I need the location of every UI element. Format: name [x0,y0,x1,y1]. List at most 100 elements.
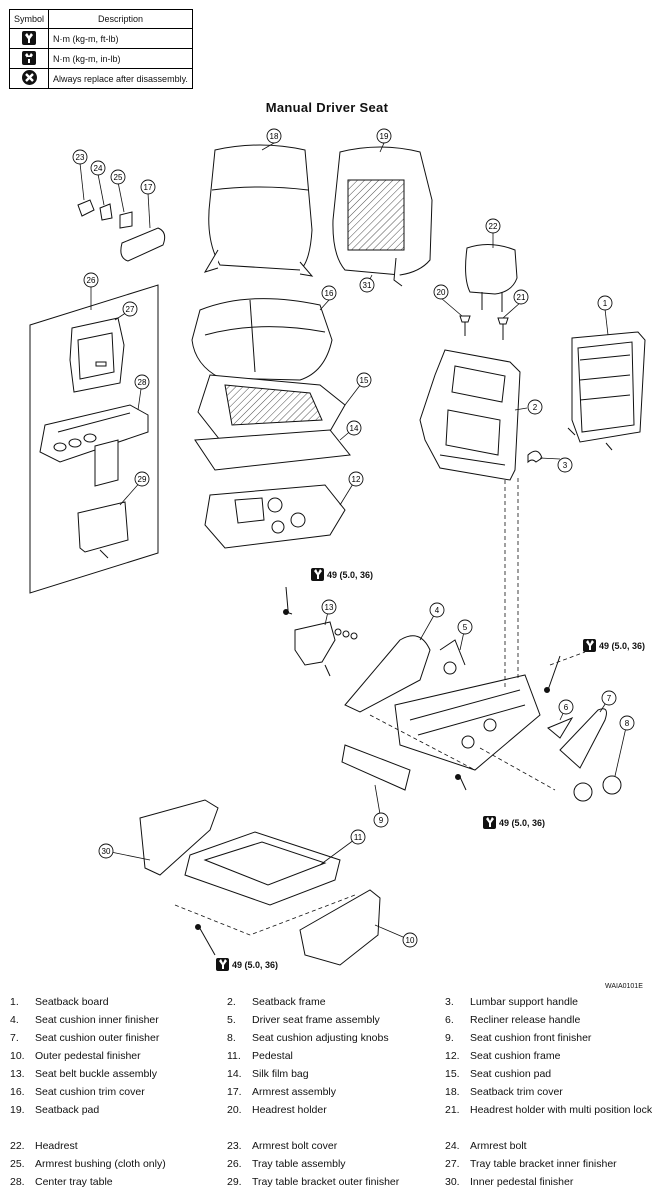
callout-number: 24 [94,164,103,173]
legend-text: Tray table bracket inner finisher [470,1158,617,1170]
callout-number: 7 [607,694,612,703]
callout-circle [373,812,389,828]
legend-number: 12. [445,1050,460,1062]
callout-number: 8 [625,719,630,728]
outer-pedestal-finisher [299,889,381,966]
callout-17: 17 [140,179,156,195]
legend-text: Headrest holder [252,1104,327,1116]
callout-14: 14 [346,420,362,436]
callout-number: 13 [325,603,334,612]
seatback-frame [419,349,521,481]
legend-text: Outer pedestal finisher [35,1050,141,1062]
legend-number: 13. [10,1068,25,1080]
callout-circle [597,295,613,311]
seatback-pad [332,146,433,287]
symbol-row: N·m (kg-m, in-lb) [8,48,194,69]
silk-film-bag [194,429,351,471]
callout-number: 5 [463,623,468,632]
callout-8: 8 [619,715,635,731]
legend-text: Armrest bolt cover [252,1140,338,1152]
torque-value-label: 49 (5.0, 36) [327,570,373,580]
callout-number: 11 [354,833,363,842]
callout-circle [266,128,282,144]
legend-text: Center tray table [35,1176,113,1188]
callout-21: 21 [513,289,529,305]
callout-circle [457,619,473,635]
callout-circle [72,149,88,165]
torque-wrench-icon [583,639,596,652]
callout-circle [350,829,366,845]
callout-10: 10 [402,932,418,948]
seatback-board [567,331,646,451]
callout-12: 12 [348,471,364,487]
callout-circle [122,301,138,317]
legend-text: Seatback frame [252,996,326,1008]
legend-text: Armrest bushing (cloth only) [35,1158,166,1170]
callout-13: 13 [321,599,337,615]
headrest [465,244,518,312]
callout-16: 16 [321,285,337,301]
legend-text: Armrest assembly [252,1086,337,1098]
callout-circle [98,843,114,859]
legend-number: 4. [10,1014,19,1026]
callout-number: 3 [563,461,568,470]
callout-19: 19 [376,128,392,144]
assembly-lines [174,478,586,936]
callout-circle [433,284,449,300]
callout-circle [513,289,529,305]
inner-pedestal-finisher [139,799,219,876]
callout-circle [90,160,106,176]
torque-wrench-icon [216,958,229,971]
callout-3: 3 [557,457,573,473]
legend-text: Seat cushion inner finisher [35,1014,159,1026]
symbol-row: Always replace after disassembly. [8,68,194,89]
headrest-holders [459,315,509,340]
callout-4: 4 [429,602,445,618]
callout-6: 6 [558,699,574,715]
fastener-bolts [195,586,561,956]
callout-circle [558,699,574,715]
torque-wrench-small-icon [22,50,36,65]
callout-22: 22 [485,218,501,234]
tray-table-panel [29,284,159,594]
pedestal [184,831,341,906]
callout-number: 30 [102,847,111,856]
legend-number: 18. [445,1086,460,1098]
callout-number: 10 [406,936,415,945]
callout-20: 20 [433,284,449,300]
callout-circle [356,372,372,388]
callout-number: 23 [76,153,85,162]
callout-circle [485,218,501,234]
legend-text: Seat cushion frame [470,1050,561,1062]
legend-number: 24. [445,1140,460,1152]
legend-number: 9. [445,1032,454,1044]
diagram-title: Manual Driver Seat [265,100,389,115]
legend-number: 20. [227,1104,242,1116]
legend-text: Headrest holder with multi position lock [470,1104,653,1116]
callout-1: 1 [597,295,613,311]
callout-circle [557,457,573,473]
legend-number: 19. [10,1104,25,1116]
callout-circle [346,420,362,436]
legend-text: Inner pedestal finisher [470,1176,574,1188]
callout-circle [348,471,364,487]
callout-number: 28 [138,378,147,387]
callout-number: 27 [126,305,135,314]
recliner-release-handle [547,716,574,739]
legend-text: Pedestal [252,1050,293,1062]
legend-text: Recliner release handle [470,1014,581,1026]
legend-number: 29. [227,1176,242,1188]
callout-number: 14 [350,424,359,433]
callout-circle [359,277,375,293]
callout-11: 11 [350,829,366,845]
torque-wrench-icon [311,568,324,581]
callout-number: 2 [533,403,538,412]
torque-wrench-icon [483,816,496,829]
symbol-table: Symbol Description N·m (kg-m, ft-lb) N·m… [8,9,194,89]
callout-number: 29 [138,475,147,484]
callout-number: 9 [379,816,384,825]
callout-24: 24 [90,160,106,176]
legend-number: 15. [445,1068,460,1080]
torque-wrench-icon [22,30,36,45]
callout-circle [619,715,635,731]
